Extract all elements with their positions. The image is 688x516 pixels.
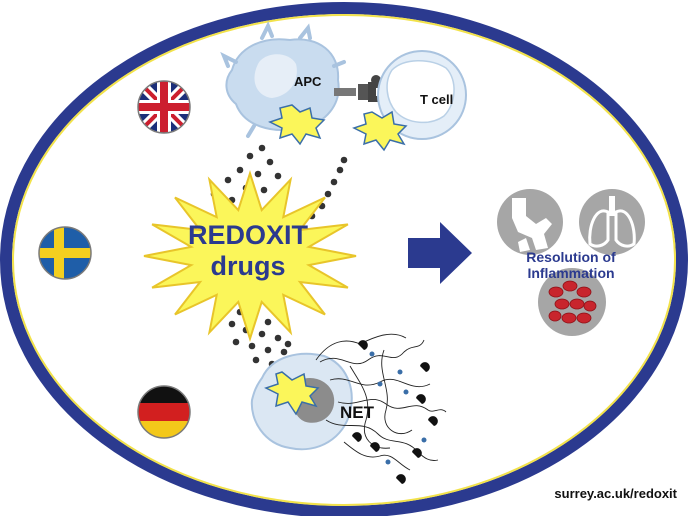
- apc-label: APC: [294, 74, 322, 89]
- particle-dot: [336, 166, 344, 174]
- footer-url[interactable]: surrey.ac.uk/redoxit: [554, 486, 677, 501]
- particle-dot: [260, 186, 268, 194]
- particle-dot: [252, 356, 260, 364]
- frame-ellipse-inner-ring: [12, 14, 676, 506]
- particle-dot: [330, 178, 338, 186]
- tcell-label: T cell: [420, 92, 453, 107]
- lungs-icon: [579, 189, 645, 255]
- particle-dot: [232, 338, 240, 346]
- particle-dot: [236, 166, 244, 174]
- outcome-line1: Resolution of: [526, 249, 616, 265]
- germany-flag: [137, 385, 191, 439]
- net-label: NET: [340, 403, 375, 422]
- redoxit-line1: REDOXIT: [188, 220, 309, 250]
- particle-dot: [258, 144, 266, 152]
- particle-dot: [324, 190, 332, 198]
- particle-dot: [264, 318, 272, 326]
- particle-dot: [254, 170, 262, 178]
- particle-dot: [274, 334, 282, 342]
- tcell-burst: [352, 110, 408, 152]
- uk-flag: [137, 80, 191, 134]
- particle-dot: [258, 330, 266, 338]
- particle-dot: [248, 342, 256, 350]
- sweden-flag: [38, 226, 92, 280]
- particle-dot: [224, 176, 232, 184]
- blood-cells-icon: [538, 268, 606, 336]
- apc-burst: [268, 104, 326, 146]
- particle-dot: [228, 320, 236, 328]
- neutrophil-net: NET: [250, 333, 447, 484]
- particle-dot: [266, 158, 274, 166]
- arrow-right-icon: [408, 222, 472, 284]
- particle-dot: [340, 156, 348, 164]
- outcome-line2: Inflammation: [527, 265, 614, 281]
- particle-dot: [280, 348, 288, 356]
- redoxit-line2: drugs: [210, 251, 285, 281]
- joint-icon: [497, 189, 563, 255]
- apc-cell: APC: [220, 21, 346, 146]
- net-particles: [352, 340, 438, 484]
- redoxit-star: REDOXIT drugs: [143, 169, 357, 343]
- particle-dot: [284, 340, 292, 348]
- particle-dot: [246, 152, 254, 160]
- neutrophil-burst: [264, 371, 320, 416]
- t-cell: T cell: [352, 50, 467, 152]
- particle-dot: [264, 346, 272, 354]
- particle-dot: [274, 172, 282, 180]
